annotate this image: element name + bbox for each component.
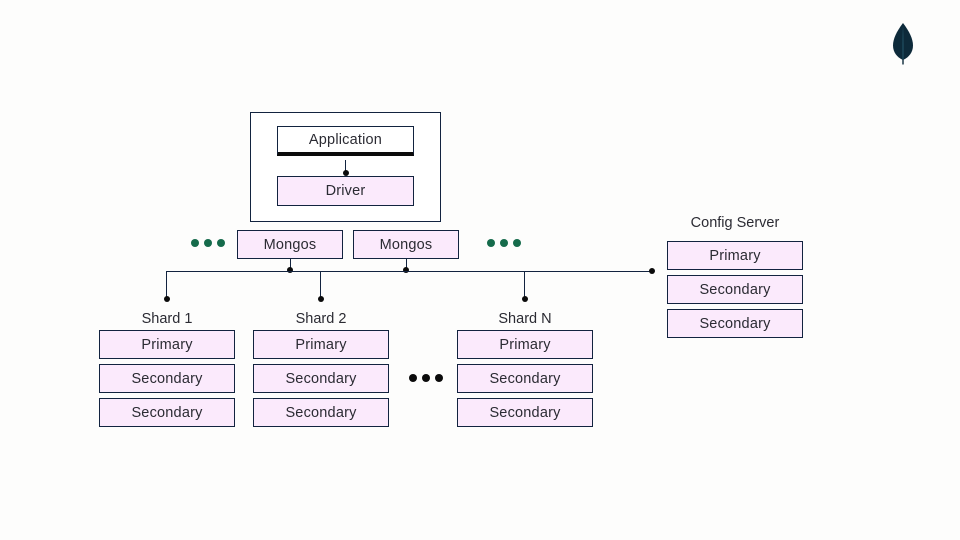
shard-2-drop-dot [317, 296, 324, 302]
config-server-link-dot [649, 268, 655, 274]
shard-n-member-secondary-2[interactable]: Secondary [457, 398, 593, 427]
mongodb-leaf-logo [893, 23, 913, 65]
application-to-driver-dot [342, 170, 349, 176]
shard-n-title: Shard N [498, 311, 552, 327]
mongos-1-drop-line [289, 259, 291, 272]
config-server-member-primary[interactable]: Primary [667, 241, 803, 270]
mongos-ellipsis-left [191, 239, 225, 247]
shard-1-member-primary[interactable]: Primary [99, 330, 235, 359]
driver-box[interactable]: Driver [277, 176, 414, 206]
mongos-2-drop-line [405, 259, 407, 272]
mongos-1-drop-dot [287, 267, 293, 273]
shard-n-member-secondary-1[interactable]: Secondary [457, 364, 593, 393]
shard-n-member-primary[interactable]: Primary [457, 330, 593, 359]
cluster-bus-line [166, 271, 653, 273]
application-box[interactable]: Application [277, 126, 414, 156]
shard-1-member-secondary-2[interactable]: Secondary [99, 398, 235, 427]
shard-2-member-secondary-1[interactable]: Secondary [253, 364, 389, 393]
shard-2-member-secondary-2[interactable]: Secondary [253, 398, 389, 427]
shard-1-drop-line [166, 271, 168, 299]
shard-ellipsis [409, 374, 443, 382]
application-to-driver-line [345, 160, 347, 174]
config-server-member-secondary-2[interactable]: Secondary [667, 309, 803, 338]
mongos-box-2[interactable]: Mongos [353, 230, 459, 259]
mongos-2-drop-dot [403, 267, 409, 273]
config-server-member-secondary-1[interactable]: Secondary [667, 275, 803, 304]
shard-n-drop-line [524, 271, 526, 299]
shard-1-title: Shard 1 [141, 311, 193, 327]
shard-1-drop-dot [163, 296, 170, 302]
config-server-title: Config Server [690, 215, 780, 231]
shard-n-drop-dot [521, 296, 528, 302]
mongos-box-1[interactable]: Mongos [237, 230, 343, 259]
shard-2-member-primary[interactable]: Primary [253, 330, 389, 359]
shard-1-member-secondary-1[interactable]: Secondary [99, 364, 235, 393]
mongos-ellipsis-right [487, 239, 521, 247]
shard-2-drop-line [320, 271, 322, 299]
shard-2-title: Shard 2 [295, 311, 347, 327]
